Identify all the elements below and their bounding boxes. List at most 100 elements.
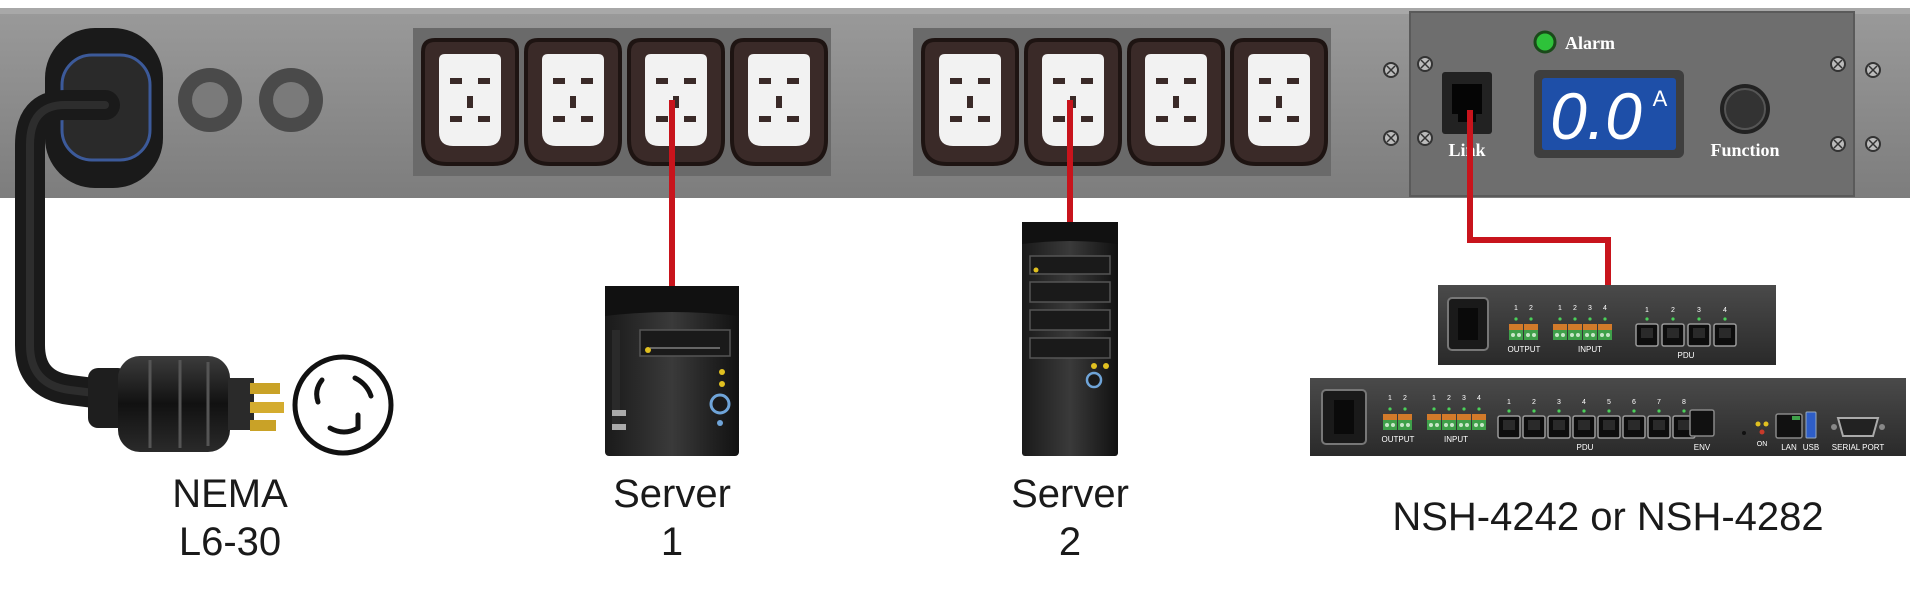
hub-large-input-label: INPUT: [1444, 435, 1468, 444]
hub-small-pdu-number: 4: [1723, 307, 1727, 314]
lan-label: LAN: [1781, 443, 1797, 452]
server-2: [1022, 222, 1118, 456]
c13-outlet-icon[interactable]: [627, 38, 725, 166]
hub-large-output-terminal-icon[interactable]: [1383, 414, 1397, 430]
caption-sensor-hub-text: NSH-4242 or NSH-4282: [1392, 495, 1824, 539]
hub-small-input-number: 2: [1573, 305, 1577, 312]
current-display: [1542, 78, 1676, 150]
status-led-icon: [1514, 317, 1518, 321]
hub-small-input-terminal-icon[interactable]: [1583, 324, 1597, 340]
rj45-port-icon[interactable]: [1497, 415, 1521, 439]
rj45-port-icon[interactable]: [1661, 323, 1685, 347]
c13-outlet-icon[interactable]: [421, 38, 519, 166]
cable-sensor-hub: [1467, 110, 1611, 290]
screw-icon: [1865, 136, 1881, 152]
screw-icon: [1830, 136, 1846, 152]
hub-large-output-number: 2: [1403, 395, 1407, 402]
screw-icon: [1383, 62, 1399, 78]
c13-outlet-icon[interactable]: [730, 38, 828, 166]
screw-icon: [1383, 130, 1399, 146]
rj45-port-icon[interactable]: [1572, 415, 1596, 439]
caption-plug-line2: L6-30: [178, 520, 282, 564]
status-led-icon: [1682, 409, 1686, 413]
outlet-group: [421, 38, 1328, 166]
status-led-icon: [1723, 317, 1727, 321]
power-cord: [14, 90, 125, 410]
hub-small-pdu-number: 3: [1697, 307, 1701, 314]
rj45-port-icon[interactable]: [1687, 323, 1711, 347]
status-led-icon: [1582, 409, 1586, 413]
status-led-icon: [1558, 317, 1562, 321]
hub-large-output-number: 1: [1388, 395, 1392, 402]
c13-outlet-icon[interactable]: [1230, 38, 1328, 166]
rj45-port-icon[interactable]: [1547, 415, 1571, 439]
hub-small-input-terminal-icon[interactable]: [1598, 324, 1612, 340]
caption-server-1-line2: 1: [660, 520, 684, 564]
env-port-icon[interactable]: [1689, 409, 1715, 437]
alarm-label: Alarm: [1565, 33, 1615, 53]
hub-small-output-terminal-icon[interactable]: [1524, 324, 1538, 340]
serial-port-icon[interactable]: [1836, 417, 1880, 437]
breaker-button[interactable]: [259, 68, 323, 132]
status-led-icon: [1557, 409, 1561, 413]
hub-small-output-number: 1: [1514, 305, 1518, 312]
status-led-icon: [1388, 407, 1392, 411]
status-led-icon: [1697, 317, 1701, 321]
hub-large-input-terminal-icon[interactable]: [1472, 414, 1486, 430]
nema-plug-icon: [88, 356, 284, 452]
cables: [669, 100, 1611, 292]
hub-small-output-number: 2: [1529, 305, 1533, 312]
screw-icon: [1865, 62, 1881, 78]
c13-outlet-icon[interactable]: [1127, 38, 1225, 166]
hub-small-pdu-number: 1: [1645, 307, 1649, 314]
rj45-port-icon[interactable]: [1522, 415, 1546, 439]
c13-outlet-icon[interactable]: [524, 38, 622, 166]
env-label: ENV: [1694, 443, 1711, 452]
hub-small-input-label: INPUT: [1578, 345, 1602, 354]
caption-plug-line1: NEMA: [172, 472, 288, 516]
hub-large-pdu-number: 1: [1507, 399, 1511, 406]
screw-icon: [1417, 130, 1433, 146]
hub-small-output-terminal-icon[interactable]: [1509, 324, 1523, 340]
hub-small-pdu-number: 2: [1671, 307, 1675, 314]
caption-server-1: Server 1: [572, 470, 772, 566]
function-button[interactable]: [1720, 84, 1770, 134]
on-label: ON: [1757, 441, 1768, 448]
server-1: [605, 286, 739, 456]
status-led-icon: [1462, 407, 1466, 411]
hub-large-input-number: 4: [1477, 395, 1481, 402]
hub-large-pdu-label: PDU: [1577, 443, 1594, 452]
status-led-icon: [1447, 407, 1451, 411]
rj45-port-icon[interactable]: [1635, 323, 1659, 347]
status-led-icon: [1603, 317, 1607, 321]
status-led-icon: [1671, 317, 1675, 321]
caption-plug: NEMA L6-30: [130, 470, 330, 566]
status-led-icon: [1529, 317, 1533, 321]
usb-port-icon[interactable]: [1805, 411, 1817, 439]
hub-large-input-terminal-icon[interactable]: [1457, 414, 1471, 430]
hub-large-input-number: 1: [1432, 395, 1436, 402]
rj45-port-icon[interactable]: [1713, 323, 1737, 347]
caption-server-1-line1: Server: [613, 472, 731, 516]
nema-receptacle-icon: [292, 354, 394, 456]
hub-large-output-terminal-icon[interactable]: [1398, 414, 1412, 430]
current-unit: A: [1653, 86, 1668, 111]
hub-small-input-terminal-icon[interactable]: [1553, 324, 1567, 340]
rj45-port-icon[interactable]: [1597, 415, 1621, 439]
status-led-icon: [1657, 409, 1661, 413]
hub-large-pdu-number: 7: [1657, 399, 1661, 406]
c13-outlet-icon[interactable]: [921, 38, 1019, 166]
hub-large-input-terminal-icon[interactable]: [1427, 414, 1441, 430]
rj45-port-icon[interactable]: [1622, 415, 1646, 439]
status-led-icon: [1432, 407, 1436, 411]
control-panel: Alarm Link 0.0 A Function: [1383, 11, 1881, 197]
caption-server-2-line1: Server: [1011, 472, 1129, 516]
hub-large-input-terminal-icon[interactable]: [1442, 414, 1456, 430]
hub-small-input-terminal-icon[interactable]: [1568, 324, 1582, 340]
breaker-button[interactable]: [178, 68, 242, 132]
caption-sensor-hub: NSH-4242 or NSH-4282: [1310, 493, 1906, 541]
rj45-port-icon[interactable]: [1647, 415, 1671, 439]
status-led-icon: [1573, 317, 1577, 321]
